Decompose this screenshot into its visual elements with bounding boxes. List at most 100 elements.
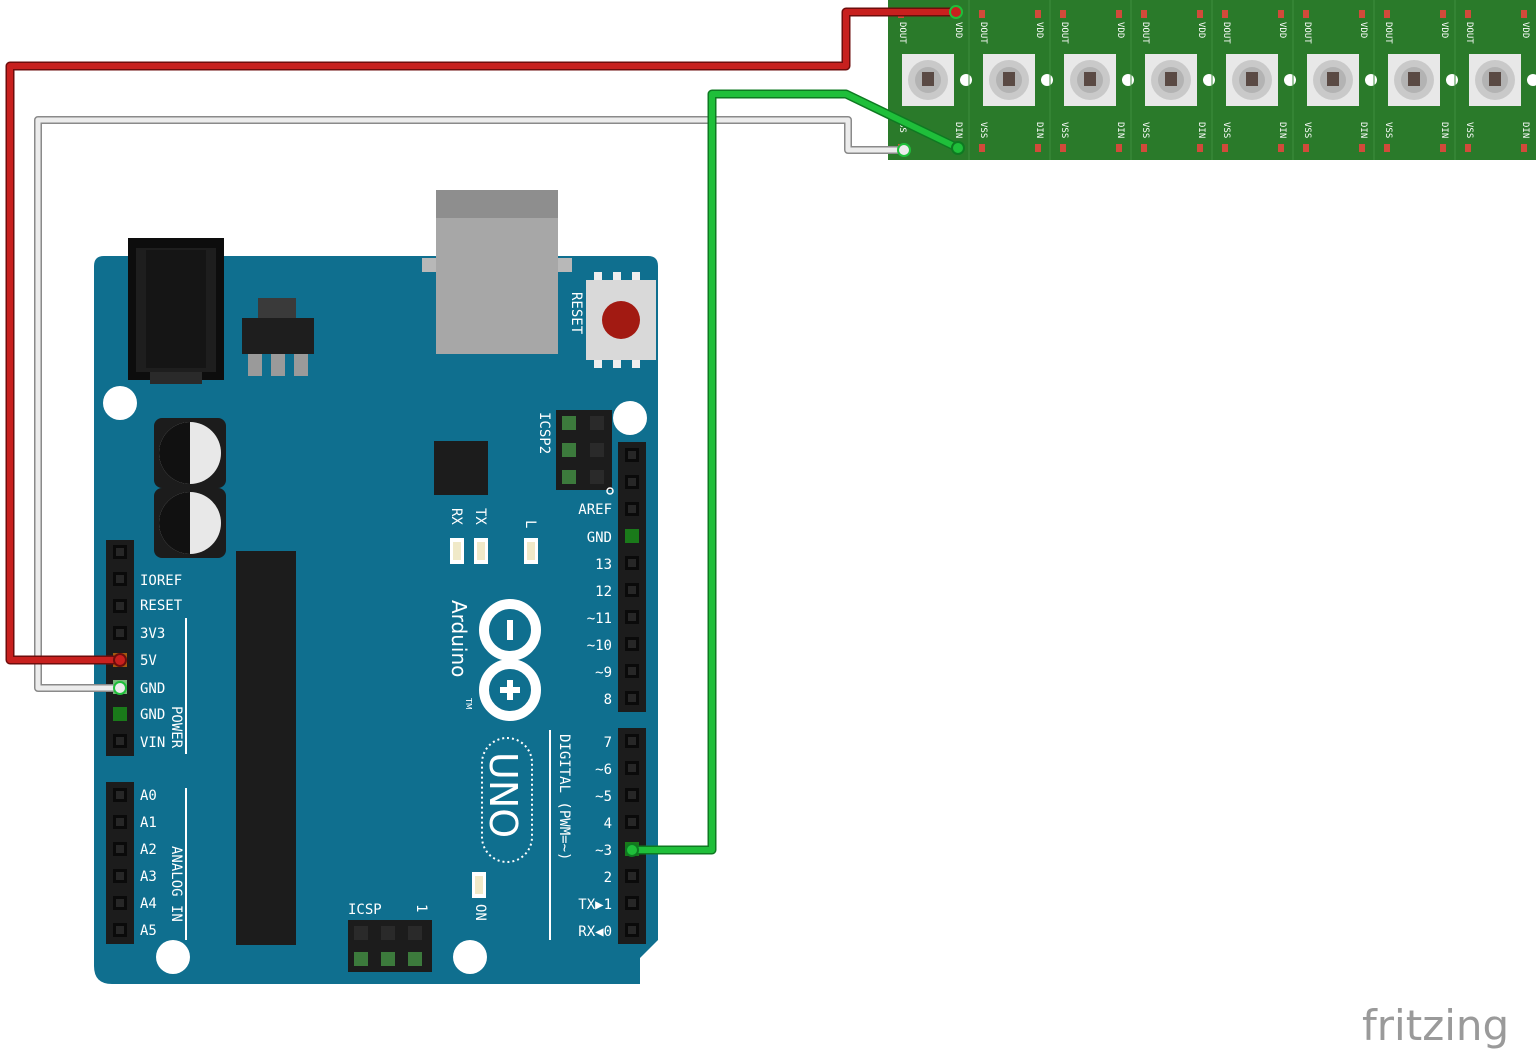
icsp2-header [556, 410, 612, 490]
fritzing-watermark: fritzing [1362, 1001, 1509, 1050]
header-pin-hole-icon [628, 451, 636, 459]
dout-label: DOUT [1221, 22, 1231, 44]
uno-badge: UNO [481, 737, 533, 863]
analog-group-label: ANALOG IN [168, 846, 184, 922]
header-pin-hole-icon [628, 926, 636, 934]
power-wire[interactable] [5, 7, 961, 665]
solder-pad-icon [1035, 10, 1041, 18]
rx-led-label: RX [448, 508, 464, 525]
dc-jack-icon [128, 238, 224, 384]
uno-label: UNO [481, 752, 525, 838]
solder-pad-icon [1035, 144, 1041, 152]
mounting-hole-icon [103, 386, 137, 420]
header-pin-hole-icon [628, 478, 636, 486]
solder-pad-icon [1521, 10, 1527, 18]
header-pin-hole-icon [628, 872, 636, 880]
mounting-hole-icon [613, 401, 647, 435]
voltage-regulator-icon [242, 298, 314, 376]
led-die-icon [922, 72, 934, 86]
pin1-marker-icon [606, 487, 614, 495]
ground-wire[interactable] [34, 116, 908, 692]
icsp-header [348, 920, 432, 972]
led-die-icon [1165, 72, 1177, 86]
digital-pin-label: TX▶1 [578, 897, 612, 913]
solder-pad-icon [979, 10, 985, 18]
header-pin-hole-icon [628, 791, 636, 799]
power-pin-label: GND [140, 681, 165, 697]
digital-pin-label: ~5 [595, 789, 612, 805]
vss-label: VSS [1059, 122, 1069, 138]
digital-pin-label: ~9 [595, 665, 612, 681]
digital-pin-label: RX◀0 [578, 924, 612, 940]
header-pin-hole-icon [628, 532, 636, 540]
header-pin-hole-icon [116, 602, 124, 610]
analog-pin-label: A1 [140, 815, 157, 831]
header-pin-hole-icon [116, 899, 124, 907]
din-label: DIN [1115, 122, 1125, 138]
led-die-icon [1327, 72, 1339, 86]
digital-pin-label: 7 [604, 735, 612, 751]
mounting-hole-icon [453, 940, 487, 974]
digital-pin-label: ~6 [595, 762, 612, 778]
din-label: DIN [1358, 122, 1368, 138]
dout-label: DOUT [1059, 22, 1069, 44]
header-pin-hole-icon [116, 845, 124, 853]
tx-led-icon [474, 538, 488, 564]
led-die-icon [1489, 72, 1501, 86]
strip-notch-icon [1446, 74, 1458, 86]
led-pixel: DOUT VDD VSS DIN [1130, 0, 1215, 160]
header-pin-icon [590, 470, 604, 484]
header-pin-hole-icon [628, 667, 636, 675]
digital-group-label: DIGITAL (PWM=~) [556, 734, 572, 860]
wire-endpoint-icon [949, 5, 963, 19]
vdd-label: VDD [1196, 22, 1206, 38]
microcontroller-chip-icon [236, 551, 296, 945]
digital-pin-label: ~10 [587, 638, 612, 654]
vdd-label: VDD [1277, 22, 1287, 38]
dout-label: DOUT [1140, 22, 1150, 44]
digital-pin-label: 2 [604, 870, 612, 886]
power-pin-label: IOREF [140, 573, 182, 589]
din-label: DIN [1196, 122, 1206, 138]
capacitor-icon [154, 418, 226, 488]
header-pin-hole-icon [116, 791, 124, 799]
wires [5, 5, 965, 857]
reset-button[interactable] [586, 272, 656, 368]
solder-pad-icon [1060, 144, 1066, 152]
dout-label: DOUT [978, 22, 988, 44]
header-pin-hole-icon [116, 575, 124, 583]
strip-notch-icon [1041, 74, 1053, 86]
solder-pad-icon [1278, 10, 1284, 18]
digital-pin-label: ~11 [587, 611, 612, 627]
icsp-pin1-label: 1 [413, 904, 429, 912]
usb-connector-icon [422, 190, 572, 354]
digital-header-low [618, 728, 646, 944]
header-pin-hole-icon [628, 505, 636, 513]
header-pin-icon [562, 470, 576, 484]
solder-pad-icon [1116, 144, 1122, 152]
strip-notch-icon [1203, 74, 1215, 86]
solder-pad-icon [979, 144, 985, 152]
vss-label: VSS [1140, 122, 1150, 138]
vss-label: VSS [978, 122, 988, 138]
vss-label: VSS [1302, 122, 1312, 138]
power-pin-label: RESET [140, 598, 183, 614]
header-pin-hole-icon [116, 737, 124, 745]
analog-header [106, 782, 134, 944]
dout-label: DOUT [897, 22, 907, 44]
solder-pad-icon [1384, 10, 1390, 18]
solder-pad-icon [1141, 10, 1147, 18]
tx-led-label: TX [472, 508, 488, 525]
vdd-label: VDD [953, 22, 963, 38]
solder-pad-icon [1197, 10, 1203, 18]
strip-notch-icon [1365, 74, 1377, 86]
reset-label: RESET [568, 292, 584, 335]
analog-pin-label: A5 [140, 923, 157, 939]
data-wire[interactable] [627, 89, 963, 855]
solder-pad-icon [1303, 10, 1309, 18]
